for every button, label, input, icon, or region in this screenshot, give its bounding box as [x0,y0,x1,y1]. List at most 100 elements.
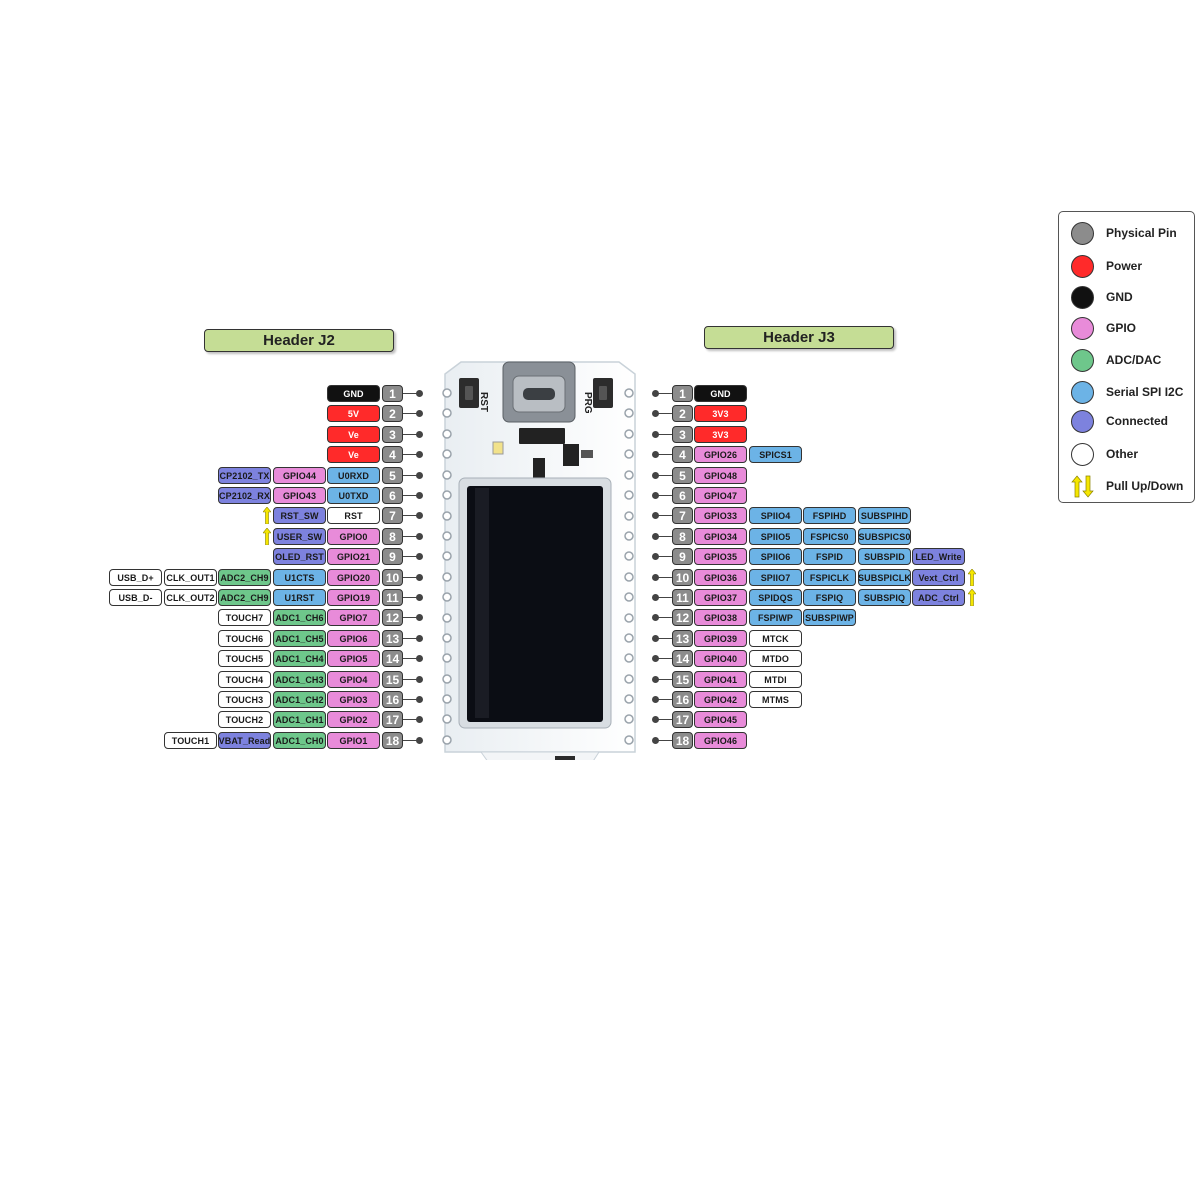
j3-physical-pin-15: 15 [672,671,693,688]
j2-pin-6-label-gpio43: GPIO43 [273,487,326,504]
j3-pin-9-label-led-write: LED_Write [912,548,965,565]
j2-physical-pin-1: 1 [382,385,403,402]
j3-pin-8-label-subspics0: SUBSPICS0 [858,528,911,545]
j3-pin-16-label-gpio42: GPIO42 [694,691,747,708]
j2-physical-pin-7: 7 [382,507,403,524]
j2-pin-5-label-cp2102-tx: CP2102_TX [218,467,271,484]
j3-pin-8-label-spiio5: SPIIO5 [749,528,802,545]
j2-pin-10-label-usb-d: USB_D+ [109,569,162,586]
legend-item-gpio: GPIO [1071,315,1136,341]
j2-pin-lead-dot-6 [416,492,423,499]
j3-pin-lead-line-5 [657,475,672,476]
j3-pin-lead-line-17 [657,719,672,720]
j2-pin-17-label-gpio2: GPIO2 [327,711,380,728]
legend-label: Power [1106,259,1143,273]
rst-label: RST [478,392,489,412]
j2-pin-13-label-adc1-ch5: ADC1_CH5 [273,630,326,647]
j2-pin-lead-dot-3 [416,431,423,438]
legend-swatch-serial-spi-i2c [1071,380,1094,404]
j2-pin-11-label-usb-d: USB_D- [109,589,162,606]
j2-pin-11-label-gpio19: GPIO19 [327,589,380,606]
j2-pin-lead-dot-8 [416,533,423,540]
j2-pin-lead-dot-16 [416,696,423,703]
legend-item-other: Other [1071,441,1138,467]
j3-pin-9-label-gpio35: GPIO35 [694,548,747,565]
header-j3-title: Header J3 [704,326,894,349]
j2-physical-pin-3: 3 [382,426,403,443]
j3-pin-lead-line-8 [657,536,672,537]
j2-pin-lead-dot-17 [416,716,423,723]
j3-pin-lead-dot-11 [652,594,659,601]
j2-pin-1-label-gnd: GND [327,385,380,402]
j2-pin-10-label-u1cts: U1CTS [273,569,326,586]
j3-physical-pin-9: 9 [672,548,693,565]
j3-pin-lead-line-11 [657,597,672,598]
j3-pin-lead-dot-4 [652,451,659,458]
j3-pin-2-label-3v3: 3V3 [694,405,747,422]
j3-physical-pin-4: 4 [672,446,693,463]
j2-pin-lead-line-14 [403,658,418,659]
j3-pin-lead-line-10 [657,577,672,578]
j3-pin-1-label-gnd: GND [694,385,747,402]
pull-up-down-arrows-icon [1071,474,1094,498]
oled-display [467,486,603,722]
j2-pin-lead-line-7 [403,515,418,516]
j3-pin-4-label-spics1: SPICS1 [749,446,802,463]
legend-label: Serial SPI I2C [1106,385,1184,399]
j2-physical-pin-10: 10 [382,569,403,586]
j3-physical-pin-18: 18 [672,732,693,749]
legend-item-power: Power [1071,253,1142,279]
j3-pin-lead-line-9 [657,556,672,557]
j3-pin-lead-dot-8 [652,533,659,540]
j3-pin-lead-line-15 [657,679,672,680]
j2-pin-10-label-clk-out1: CLK_OUT1 [164,569,217,586]
j3-physical-pin-11: 11 [672,589,693,606]
legend-label: GPIO [1106,321,1137,335]
j2-pin-5-label-u0rxd: U0RXD [327,467,380,484]
j2-physical-pin-5: 5 [382,467,403,484]
legend-item-connected: Connected [1071,408,1168,434]
j2-pin-lead-line-16 [403,699,418,700]
j3-physical-pin-16: 16 [672,691,693,708]
j2-pin-lead-dot-1 [416,390,423,397]
j2-pin-17-label-touch2: TOUCH2 [218,711,271,728]
legend-label: Pull Up/Down [1106,479,1184,493]
j3-pin-10-label-subspiclk: SUBSPICLK [858,569,911,586]
j3-pin-lead-dot-12 [652,614,659,621]
j2-physical-pin-16: 16 [382,691,403,708]
legend-label: Connected [1106,414,1169,428]
j2-pin-7-label-rst: RST [327,507,380,524]
j3-pin-lead-line-13 [657,638,672,639]
j2-pin-lead-line-18 [403,740,418,741]
j2-pin-13-label-gpio6: GPIO6 [327,630,380,647]
j2-pin-lead-dot-2 [416,410,423,417]
j3-pin-7-label-fspihd: FSPIHD [803,507,856,524]
j3-pin-lead-line-12 [657,617,672,618]
j2-pin-9-label-gpio21: GPIO21 [327,548,380,565]
legend-swatch-other [1071,442,1094,466]
j2-pin-14-label-gpio5: GPIO5 [327,650,380,667]
j2-pin-lead-dot-9 [416,553,423,560]
j2-pin-lead-line-1 [403,393,418,394]
j3-pin-10-label-vext-ctrl: Vext_Ctrl [912,569,965,586]
j3-pin-7-label-subspihd: SUBSPIHD [858,507,911,524]
j3-physical-pin-12: 12 [672,609,693,626]
j3-pin-lead-dot-10 [652,574,659,581]
j3-pin-6-label-gpio47: GPIO47 [694,487,747,504]
j2-pin-lead-line-8 [403,536,418,537]
j2-pin-15-label-touch4: TOUCH4 [218,671,271,688]
j2-pin-lead-line-2 [403,413,418,414]
j2-pin-lead-line-15 [403,679,418,680]
j2-pin-11-label-u1rst: U1RST [273,589,326,606]
j3-pin-11-label-gpio37: GPIO37 [694,589,747,606]
j2-pin-12-label-gpio7: GPIO7 [327,609,380,626]
j3-pin-lead-dot-13 [652,635,659,642]
j2-pin-17-label-adc1-ch1: ADC1_CH1 [273,711,326,728]
j3-physical-pin-2: 2 [672,405,693,422]
j2-pin-lead-dot-10 [416,574,423,581]
j2-pin-6-label-u0txd: U0TXD [327,487,380,504]
j3-pin-9-label-subspid: SUBSPID [858,548,911,565]
j3-pin-17-label-gpio45: GPIO45 [694,711,747,728]
j2-pin-lead-dot-5 [416,472,423,479]
